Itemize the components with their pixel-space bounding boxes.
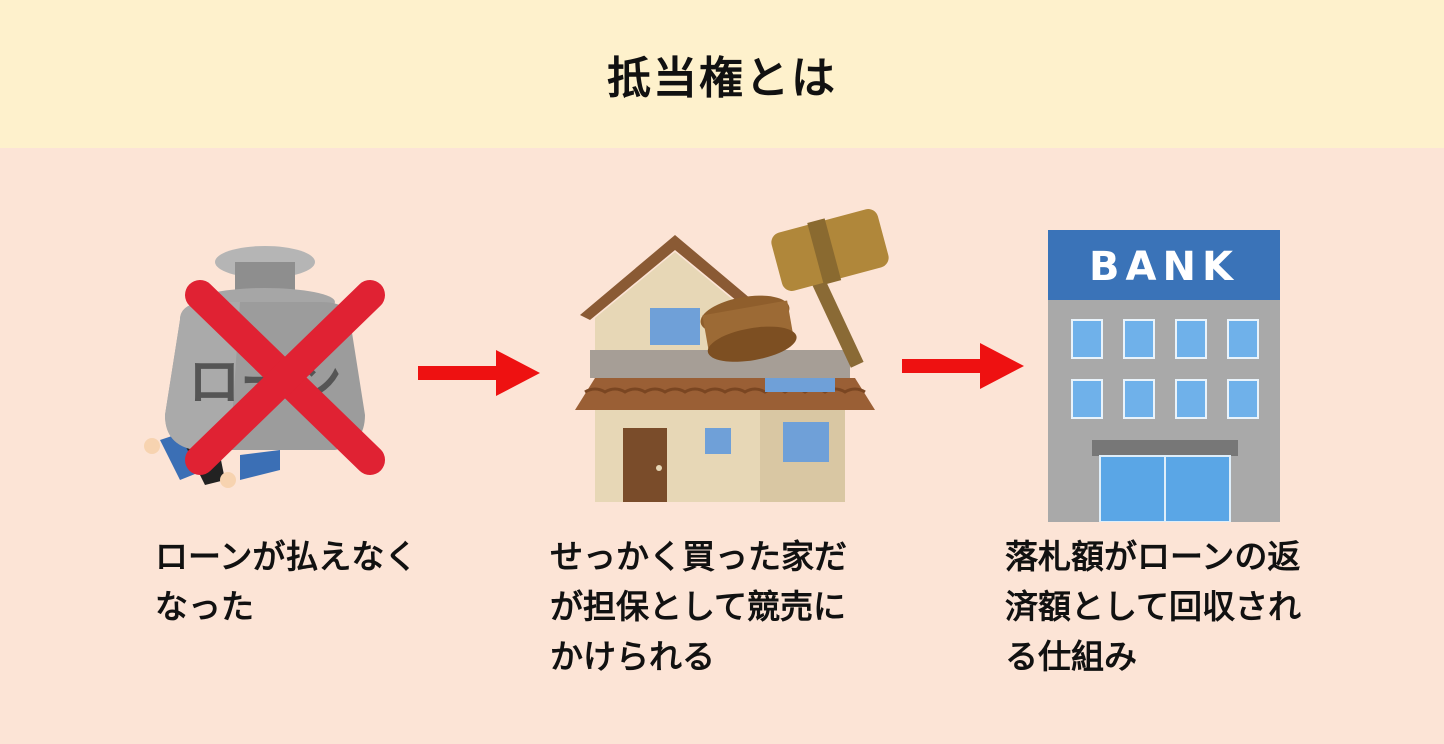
arrow-right-icon xyxy=(902,343,1024,389)
header-banner: 抵当権とは xyxy=(0,0,1444,148)
bank-windows xyxy=(1071,319,1259,419)
gavel-icon xyxy=(700,209,889,368)
debt-weight-crossed-icon: ローン xyxy=(144,246,385,488)
step-1-caption: ローンが払えなく なった xyxy=(155,537,418,626)
bank-sign-text: BANK xyxy=(1089,244,1239,290)
house-auction-gavel-icon xyxy=(575,209,889,502)
page-title: 抵当権とは xyxy=(607,53,837,104)
step-2-caption: せっかく買った家だ が担保として競売に かけられる xyxy=(550,537,847,676)
cross-icon xyxy=(185,280,385,475)
bank-building-icon: BANK xyxy=(1048,230,1280,522)
arrow-right-icon xyxy=(418,350,540,396)
step-3-caption: 落札額がローンの返 済額として回収され る仕組み xyxy=(1005,537,1302,676)
